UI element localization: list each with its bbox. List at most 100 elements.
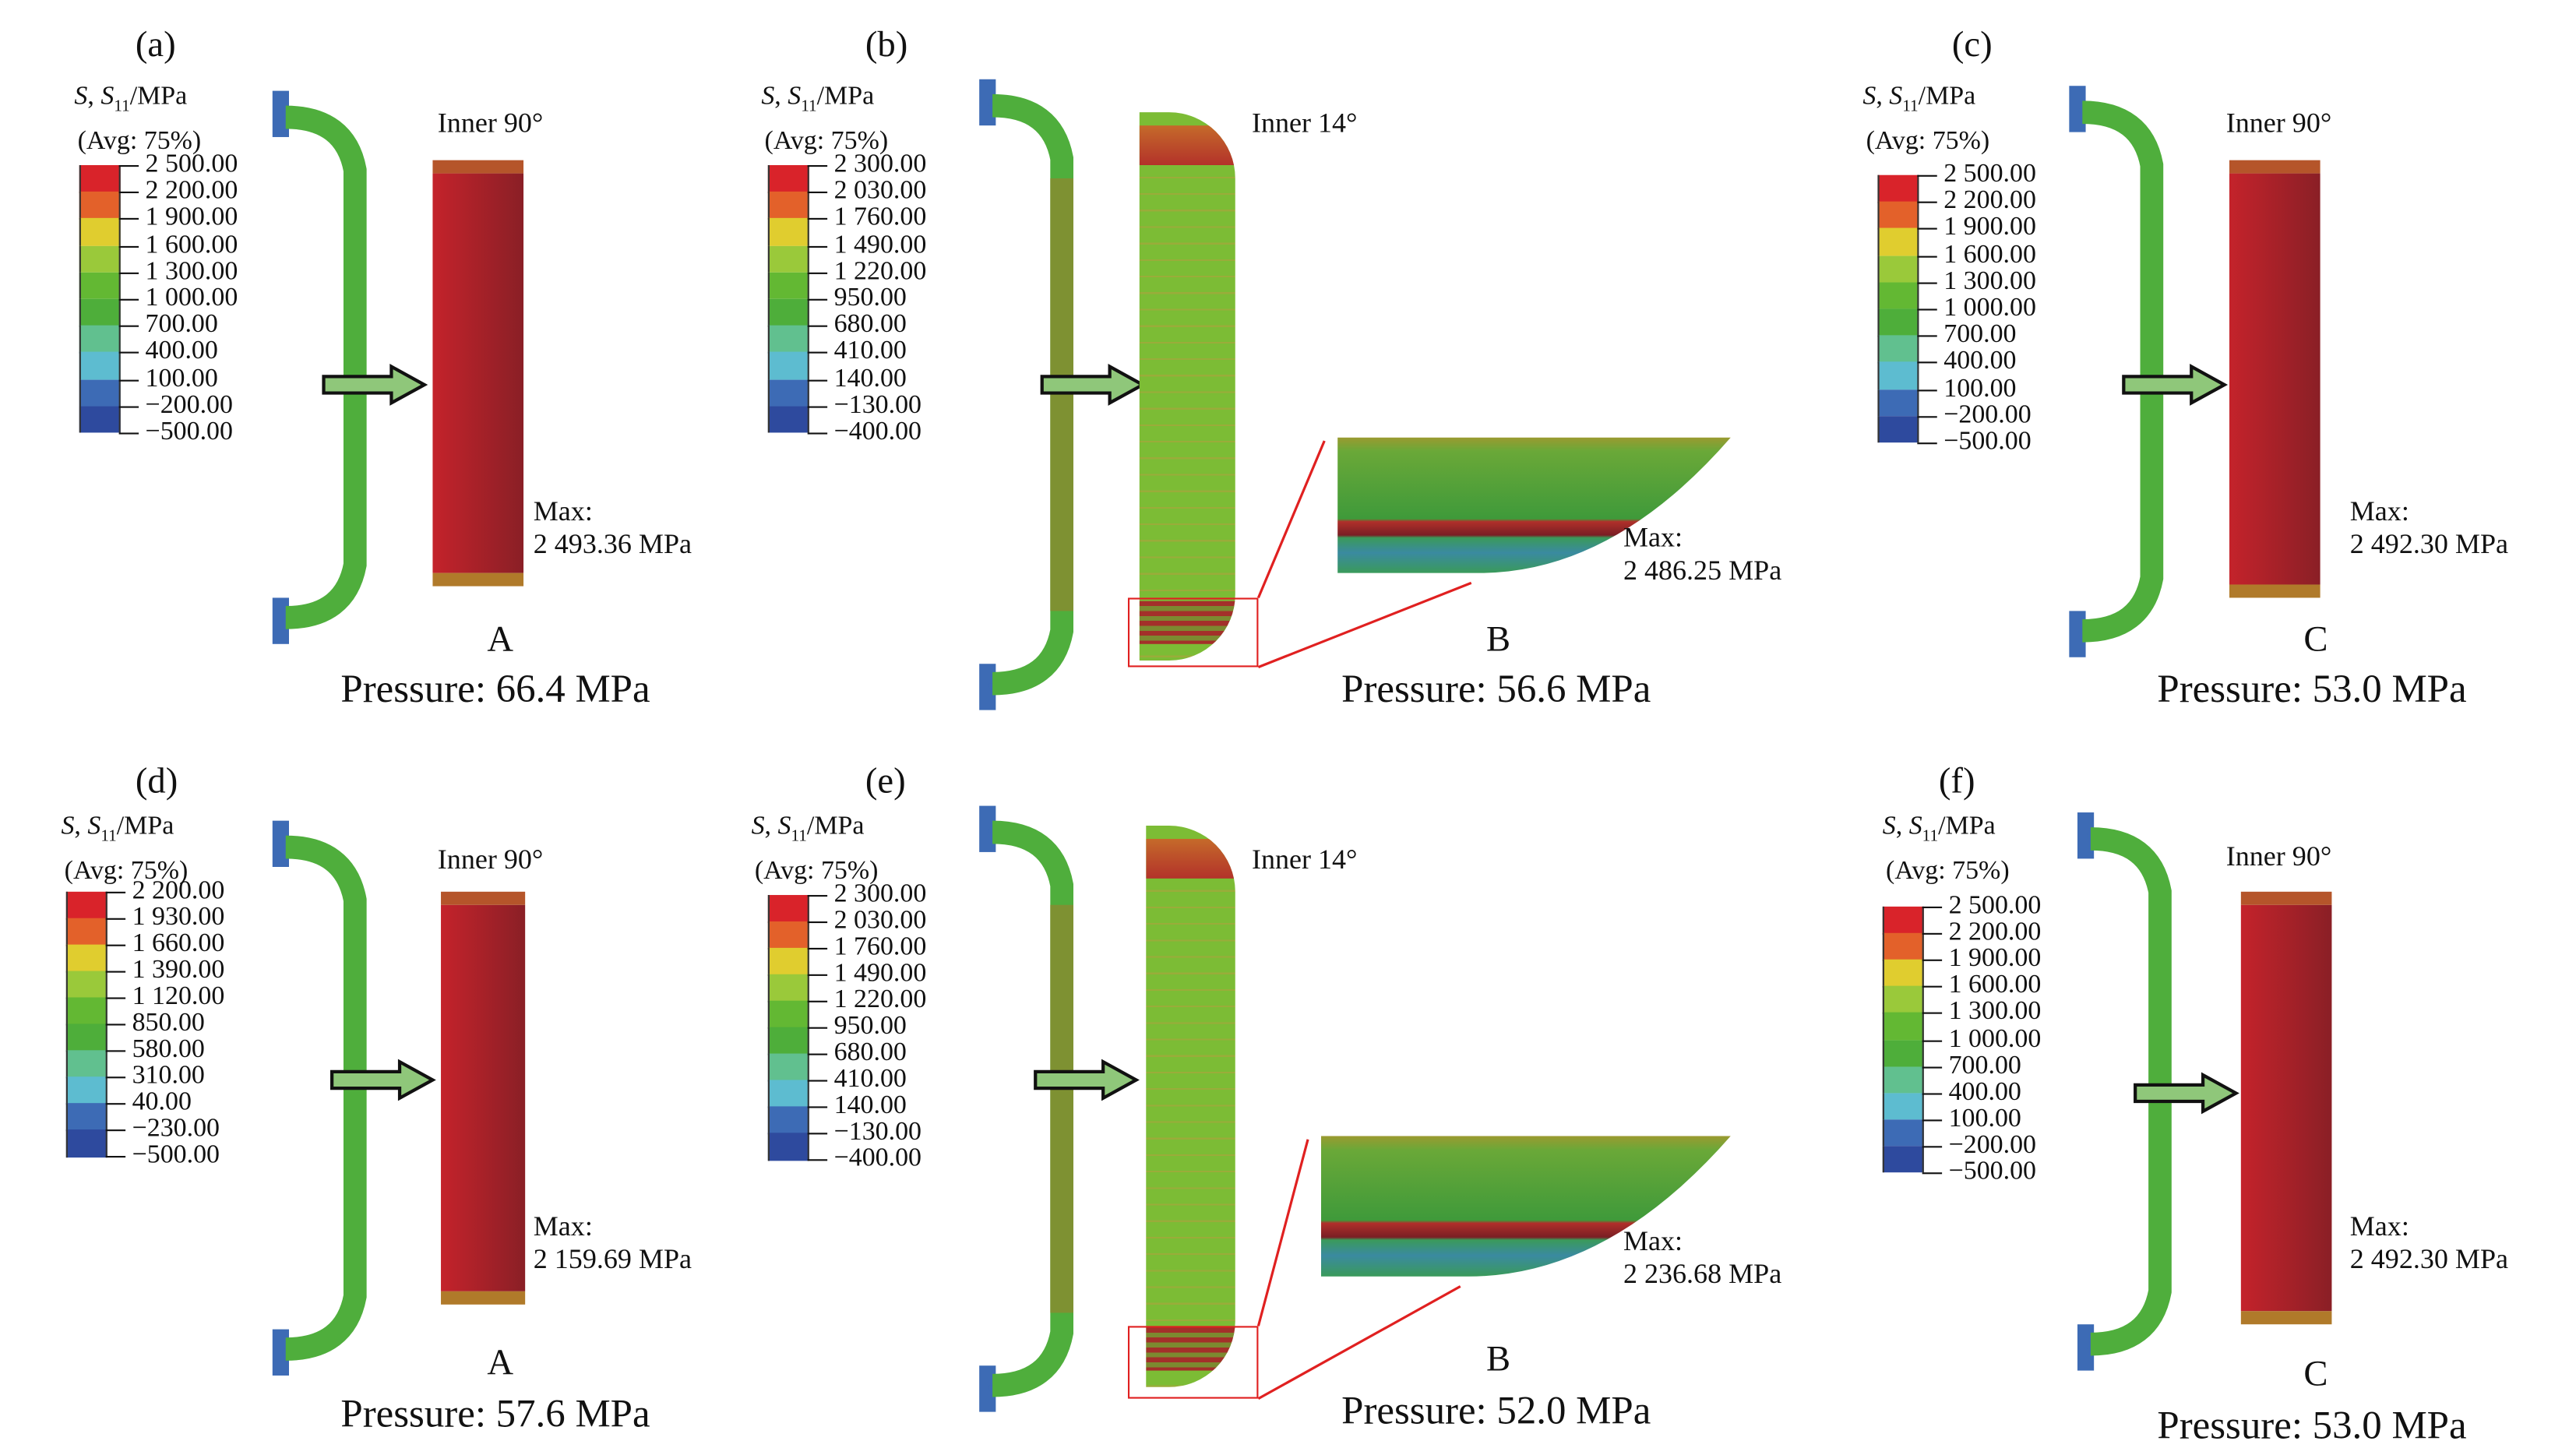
legend-title-line2: (Avg: 75%) bbox=[754, 857, 879, 886]
legend-tick bbox=[807, 1080, 828, 1082]
legend-value: 1 760.00 bbox=[833, 203, 927, 232]
bottom-flange bbox=[979, 664, 996, 710]
legend-tick bbox=[807, 218, 828, 220]
stress-contour-dome bbox=[1139, 112, 1235, 661]
top-flange bbox=[979, 79, 996, 126]
arrow-icon bbox=[329, 1059, 436, 1101]
legend-tick bbox=[1917, 255, 1937, 257]
legend-value: 1 000.00 bbox=[1948, 1024, 2042, 1053]
callout-line-upper bbox=[1256, 1139, 1309, 1326]
panel-label: (e) bbox=[865, 759, 906, 802]
bottom-flange bbox=[272, 597, 289, 644]
legend-value: 400.00 bbox=[1943, 347, 2017, 376]
stress-contour-bar bbox=[2229, 160, 2321, 598]
legend-value: 1 930.00 bbox=[132, 903, 225, 932]
legend-color-band bbox=[79, 326, 121, 354]
callout-box bbox=[1127, 597, 1259, 668]
panel-label: (d) bbox=[135, 759, 178, 802]
legend-color-band bbox=[767, 164, 809, 193]
max-value: 2 236.68 MPa bbox=[1623, 1258, 1782, 1290]
legend-tick bbox=[118, 272, 139, 274]
callout-arrow bbox=[1256, 440, 1472, 668]
max-label: Max: bbox=[1623, 1225, 1683, 1257]
location-label: B bbox=[1485, 617, 1511, 659]
legend-tick bbox=[1917, 282, 1937, 284]
legend-tick bbox=[118, 164, 139, 167]
legend-value: 1 600.00 bbox=[145, 230, 238, 259]
legend-color-band bbox=[767, 326, 809, 354]
max-value: 2 493.36 MPa bbox=[533, 528, 692, 560]
vessel-section bbox=[272, 90, 367, 644]
top-flange bbox=[272, 90, 289, 137]
legend-value: 700.00 bbox=[1943, 320, 2017, 349]
legend-color-band bbox=[65, 1076, 107, 1104]
vessel-wall bbox=[285, 835, 367, 1361]
top-flange bbox=[979, 805, 996, 852]
legend-tick bbox=[807, 326, 828, 328]
vessel-wall-band bbox=[1050, 904, 1073, 1313]
location-label: A bbox=[487, 1341, 514, 1383]
legend-color-band bbox=[767, 245, 809, 273]
callout-box bbox=[1127, 1326, 1259, 1399]
legend-value: 1 300.00 bbox=[1943, 267, 2036, 296]
legend-tick bbox=[105, 1023, 126, 1026]
legend-tick bbox=[807, 921, 828, 924]
legend-tick bbox=[1922, 1146, 1943, 1148]
legend-tick bbox=[1922, 986, 1943, 988]
location-label: B bbox=[1485, 1337, 1511, 1379]
legend-value: 100.00 bbox=[145, 364, 218, 393]
legend-value: −200.00 bbox=[1943, 400, 2032, 429]
legend-color-band bbox=[79, 245, 121, 273]
arrow-shape bbox=[1040, 364, 1147, 406]
legend-tick bbox=[118, 352, 139, 354]
legend-value: 950.00 bbox=[833, 284, 907, 312]
legend-color-band bbox=[79, 298, 121, 327]
bottom-flange bbox=[979, 1365, 996, 1412]
max-label: Max: bbox=[1623, 521, 1683, 554]
legend-color-band bbox=[79, 352, 121, 380]
legend-tick bbox=[118, 192, 139, 194]
legend-title: S, S11/MPa(Avg: 75%) bbox=[1883, 809, 2010, 889]
vessel-section bbox=[2069, 86, 2164, 657]
legend-value: 2 200.00 bbox=[132, 876, 225, 905]
legend-value: 2 200.00 bbox=[145, 177, 238, 206]
legend-title: S, S11/MPa(Avg: 75%) bbox=[61, 809, 188, 889]
max-stress-annotation: Max:2 492.30 MPa bbox=[2350, 495, 2508, 562]
legend-tick bbox=[105, 1076, 126, 1079]
legend-color-band bbox=[65, 997, 107, 1025]
legend-value: 1 900.00 bbox=[1948, 945, 2042, 974]
legend-tick bbox=[105, 918, 126, 920]
legend-color-band bbox=[767, 1133, 809, 1161]
max-stress-annotation: Max:2 486.25 MPa bbox=[1623, 522, 1781, 588]
legend-value: −130.00 bbox=[833, 391, 922, 420]
panel-label: (f) bbox=[1938, 759, 1975, 802]
legend-color-band bbox=[1882, 960, 1924, 988]
legend-color-band bbox=[1882, 1092, 1924, 1120]
legend-title: S, S11/MPa(Avg: 75%) bbox=[1862, 79, 1989, 159]
arrow-shape bbox=[2134, 1072, 2239, 1115]
legend-tick bbox=[1922, 1039, 1943, 1041]
legend-color-band bbox=[767, 1106, 809, 1134]
legend-color-band bbox=[1882, 906, 1924, 935]
legend-value: −500.00 bbox=[145, 417, 233, 446]
dome-bottom-band bbox=[1146, 1327, 1235, 1371]
callout-line-upper bbox=[1256, 440, 1326, 599]
vessel-wall bbox=[285, 105, 367, 629]
legend-value: 2 500.00 bbox=[145, 150, 238, 178]
legend-color-band bbox=[1877, 389, 1919, 417]
legend-color-band bbox=[1882, 932, 1924, 961]
legend-color-band bbox=[767, 406, 809, 434]
legend-color-band bbox=[767, 352, 809, 380]
arrow-icon bbox=[322, 364, 428, 406]
legend-color-band bbox=[1882, 1146, 1924, 1174]
legend-tick bbox=[807, 192, 828, 194]
legend-tick bbox=[105, 1129, 126, 1132]
legend-title-line1: S, S11/MPa bbox=[751, 812, 865, 846]
legend-value: 2 200.00 bbox=[1948, 918, 2042, 946]
vessel-wall bbox=[2081, 100, 2164, 643]
legend-color-band bbox=[767, 1027, 809, 1055]
legend-tick bbox=[118, 218, 139, 220]
max-stress-annotation: Max:2 493.36 MPa bbox=[534, 495, 692, 562]
legend-color-band bbox=[79, 379, 121, 407]
